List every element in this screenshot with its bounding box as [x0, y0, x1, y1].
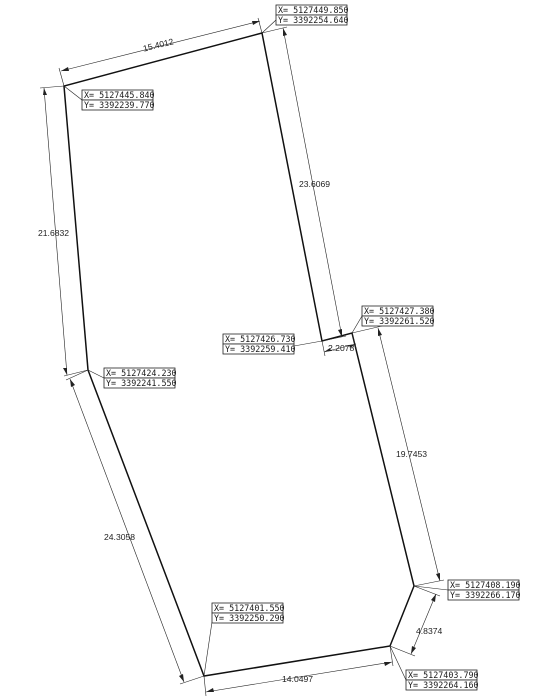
dimension-cd — [65, 369, 205, 685]
dimension-fg — [351, 325, 445, 587]
vertex-label-e: X= 5127403.790 Y= 3392264.160 — [405, 669, 479, 691]
svg-text:Y= 3392259.410: Y= 3392259.410 — [225, 344, 296, 354]
svg-text:Y= 3392239.770: Y= 3392239.770 — [84, 100, 155, 110]
svg-text:X= 5127445.840: X= 5127445.840 — [84, 90, 155, 100]
vertex-label-a: X= 5127449.850 Y= 3392254.640 — [275, 4, 349, 26]
vertex-label-c: X= 5127424.230 Y= 3392241.550 — [103, 367, 177, 389]
edge-length-cd: 24.3058 — [104, 532, 135, 542]
leader-f — [413, 585, 449, 591]
leader-a — [261, 19, 277, 34]
svg-text:X= 5127408.190: X= 5127408.190 — [450, 580, 521, 590]
svg-text:Y= 3392264.160: Y= 3392264.160 — [408, 680, 479, 690]
edge-length-fg: 19.7453 — [396, 449, 427, 459]
edge-length-gh: 2.2078 — [328, 343, 355, 353]
dimension-bc — [39, 85, 89, 377]
svg-text:Y= 3392250.290: Y= 3392250.290 — [214, 613, 285, 623]
leader-g — [351, 315, 363, 334]
svg-text:X= 5127426.730: X= 5127426.730 — [225, 334, 296, 344]
edge-length-ha: 23.6069 — [299, 179, 330, 189]
svg-text:X= 5127403.790: X= 5127403.790 — [408, 670, 479, 680]
dimension-ab — [58, 17, 263, 87]
svg-text:Y= 3392266.170: Y= 3392266.170 — [450, 590, 521, 600]
svg-text:X= 5127449.850: X= 5127449.850 — [278, 5, 349, 15]
edge-length-de: 14.0497 — [282, 674, 313, 684]
svg-text:X= 5127424.230: X= 5127424.230 — [106, 368, 177, 378]
svg-text:X= 5127401.550: X= 5127401.550 — [214, 603, 285, 613]
leader-d — [203, 621, 213, 677]
leader-c — [87, 369, 105, 379]
dimension-gh — [321, 332, 357, 357]
vertex-label-b: X= 5127445.840 Y= 3392239.770 — [81, 89, 155, 111]
vertex-label-f: X= 5127408.190 Y= 3392266.170 — [447, 579, 521, 601]
dimension-ha — [261, 26, 347, 342]
svg-text:Y= 3392261.520: Y= 3392261.520 — [364, 316, 435, 326]
vertex-label-g: X= 5127427.380 Y= 3392261.520 — [361, 305, 435, 327]
leader-e — [389, 645, 407, 681]
leader-h — [293, 340, 323, 347]
dimension-de — [203, 645, 394, 697]
edge-length-ef: 4.8374 — [416, 626, 443, 636]
edge-length-bc: 21.6832 — [38, 228, 69, 238]
svg-text:Y= 3392241.550: Y= 3392241.550 — [106, 378, 177, 388]
dimension-ef — [389, 585, 441, 657]
svg-text:Y= 3392254.640: Y= 3392254.640 — [278, 15, 349, 25]
leader-b — [63, 85, 83, 101]
vertex-label-h: X= 5127426.730 Y= 3392259.410 — [222, 333, 296, 355]
vertex-label-d: X= 5127401.550 Y= 3392250.290 — [211, 602, 285, 624]
svg-text:X= 5127427.380: X= 5127427.380 — [364, 306, 435, 316]
